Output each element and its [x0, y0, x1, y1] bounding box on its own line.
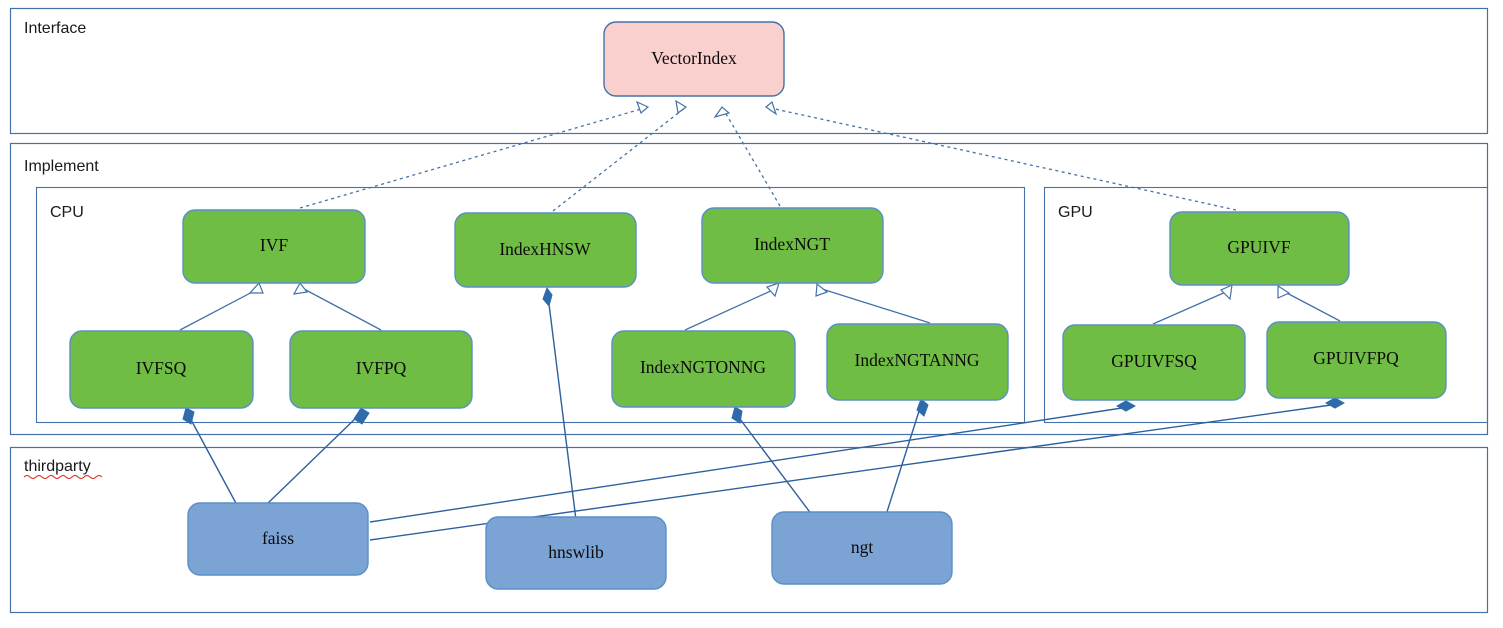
package-gpu-label: GPU	[1058, 204, 1093, 221]
node-indexngtonng-box[interactable]	[611, 330, 796, 408]
node-indexhnsw-box[interactable]	[454, 212, 637, 288]
node-indexngt[interactable]: IndexNGT	[701, 207, 884, 284]
spellcheck-underline-icon	[23, 474, 103, 480]
node-faiss-box[interactable]	[187, 502, 369, 576]
package-interface-border	[9, 7, 1489, 135]
node-hnswlib[interactable]: hnswlib	[485, 516, 667, 590]
node-ivf[interactable]: IVF	[182, 209, 366, 284]
edge-indexngt-to-vectorindex	[713, 106, 781, 207]
node-gpuivfsq-label: GPUIVFSQ	[1111, 351, 1197, 371]
node-indexhnsw-label: IndexHNSW	[499, 239, 591, 259]
node-vectorindex[interactable]: VectorIndex	[603, 21, 785, 97]
edge-indexngtonng-to-indexngt	[684, 282, 780, 331]
node-gpuivf-box[interactable]	[1169, 211, 1350, 286]
node-ivfsq-label: IVFSQ	[136, 358, 187, 378]
edge-gpuivf-to-vectorindex	[765, 100, 1237, 211]
edge-faiss-to-ivfpq	[265, 407, 370, 506]
node-ngt-box[interactable]	[771, 511, 953, 585]
node-indexngtanng[interactable]: IndexNGTANNG	[826, 323, 1009, 401]
node-indexngt-box[interactable]	[701, 207, 884, 284]
package-cpu-label: CPU	[50, 204, 84, 221]
edge-faiss-to-gpuivfsq	[369, 400, 1137, 523]
edge-hnswlib-to-indexhnsw	[542, 286, 577, 521]
edge-ngt-to-indexngtanng	[885, 398, 929, 516]
node-gpuivfsq-box[interactable]	[1062, 324, 1246, 401]
node-indexngt-label: IndexNGT	[754, 234, 830, 254]
node-indexngtanng-box[interactable]	[826, 323, 1009, 401]
node-vectorindex-label: VectorIndex	[651, 48, 737, 68]
node-ivfsq[interactable]: IVFSQ	[69, 330, 254, 409]
package-cpu-border	[35, 186, 1026, 424]
edge-ivfpq-to-ivf	[292, 281, 382, 331]
node-hnswlib-box[interactable]	[485, 516, 667, 590]
node-ngt-label: ngt	[851, 537, 874, 557]
node-ivfpq-box[interactable]	[289, 330, 473, 409]
package-implement-label: Implement	[24, 158, 99, 175]
edge-group-generalization	[179, 281, 1341, 331]
node-gpuivf[interactable]: GPUIVF	[1169, 211, 1350, 286]
edge-ivfsq-to-ivf	[179, 281, 264, 331]
node-indexngtanng-label: IndexNGTANNG	[855, 350, 980, 370]
node-indexngtonng-label: IndexNGTONNG	[640, 357, 766, 377]
package-interface: Interface	[9, 7, 1489, 135]
node-gpuivf-label: GPUIVF	[1227, 237, 1290, 257]
node-ivf-label: IVF	[260, 235, 288, 255]
package-gpu-border	[1043, 186, 1489, 424]
edge-group-realization	[299, 99, 1237, 212]
edge-ivf-to-vectorindex	[299, 100, 650, 209]
node-faiss-label: faiss	[262, 528, 294, 548]
package-interface-label: Interface	[24, 20, 86, 37]
edge-gpuivfsq-to-gpuivf	[1152, 284, 1233, 325]
package-gpu: GPU	[1043, 186, 1489, 424]
node-gpuivfpq[interactable]: GPUIVFPQ	[1266, 321, 1447, 399]
node-ivfpq[interactable]: IVFPQ	[289, 330, 473, 409]
node-ngt[interactable]: ngt	[771, 511, 953, 585]
edge-gpuivfpq-to-gpuivf	[1277, 284, 1341, 322]
node-ivfpq-label: IVFPQ	[356, 358, 407, 378]
node-hnswlib-label: hnswlib	[548, 542, 604, 562]
edge-indexngtanng-to-indexngt	[815, 282, 931, 324]
package-thirdparty: thirdparty	[9, 446, 1489, 614]
node-indexngtonng[interactable]: IndexNGTONNG	[611, 330, 796, 408]
package-thirdparty-border	[9, 446, 1489, 614]
node-vectorindex-box[interactable]	[603, 21, 785, 97]
node-gpuivfpq-box[interactable]	[1266, 321, 1447, 399]
node-gpuivfpq-label: GPUIVFPQ	[1313, 348, 1399, 368]
node-gpuivfsq[interactable]: GPUIVFSQ	[1062, 324, 1246, 401]
node-ivfsq-box[interactable]	[69, 330, 254, 409]
package-thirdparty-label: thirdparty	[24, 458, 91, 475]
edge-ngt-to-indexngtonng	[731, 406, 813, 516]
edge-faiss-to-ivfsq	[182, 407, 239, 508]
package-cpu: CPU	[35, 186, 1026, 424]
node-ivf-box[interactable]	[182, 209, 366, 284]
edge-indexhnsw-to-vectorindex	[552, 99, 688, 212]
node-faiss[interactable]: faiss	[187, 502, 369, 576]
node-indexhnsw[interactable]: IndexHNSW	[454, 212, 637, 288]
